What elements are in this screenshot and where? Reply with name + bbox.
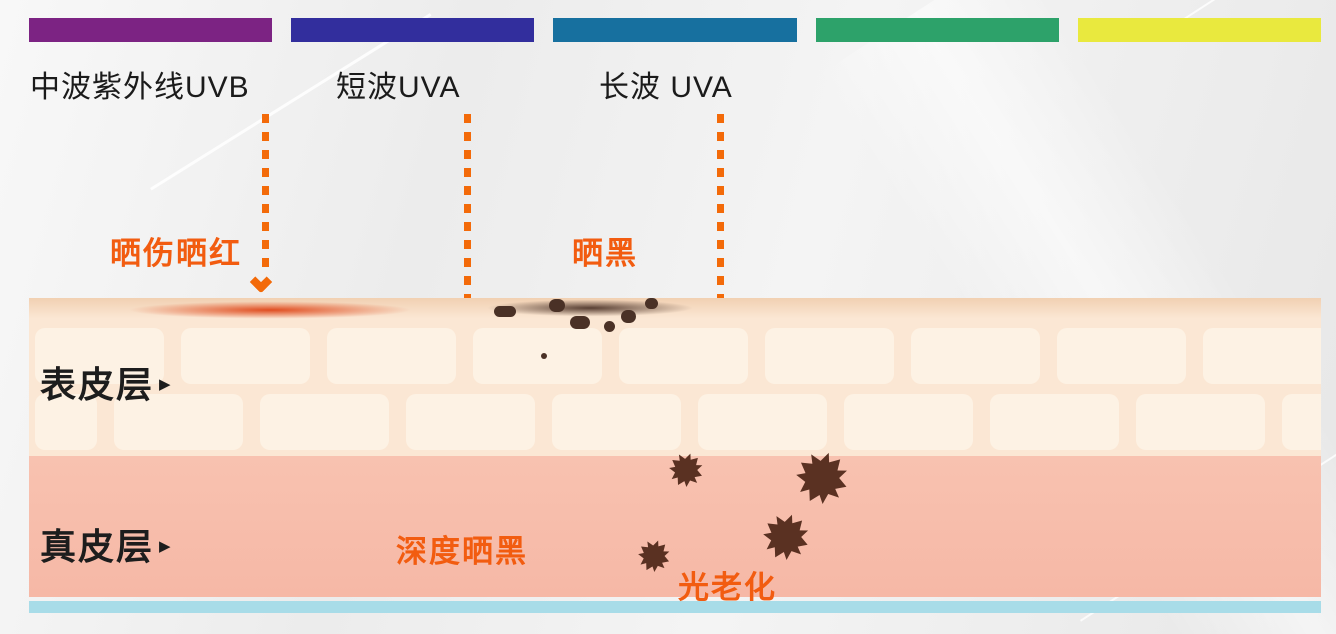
epidermis-cell [844,394,973,450]
spectrum-bar-uva-long [553,18,797,42]
epidermis-cell [552,394,681,450]
epidermis-cell [406,394,535,450]
melanin-spot [549,299,565,312]
epidermis-label-text: 表皮层 [40,364,155,405]
label-uva-short: 短波UVA [336,71,461,104]
epidermis-cell [990,394,1119,450]
epidermis-cell [765,328,894,384]
melanin-spot [570,316,590,329]
epidermis-cell [619,328,748,384]
skin-cross-section [29,298,1321,614]
annotation-tanning: 晒黑 [572,236,638,271]
uvb-ray-dashed-line [262,114,269,272]
label-uva-long: 长波 UVA [599,71,733,104]
melanin-spot [604,321,615,332]
annotation-sunburn: 晒伤晒红 [110,236,242,271]
spectrum-bars [29,18,1322,42]
epidermis-cell-row [35,328,1321,384]
epidermis-label: 表皮层 ▶ [40,356,173,408]
bottom-blue-bar [29,601,1321,613]
epidermis-cell [35,394,97,450]
epidermis-cell [327,328,456,384]
melanin-spot [494,306,516,317]
epidermis-cell [181,328,310,384]
label-uvb: 中波紫外线UVB [30,71,250,104]
spectrum-bar-uva-short [291,18,535,42]
melanin-spot [621,310,636,323]
skin-surface-tan-patch [29,298,1321,322]
epidermis-cell [1203,328,1321,384]
epidermis-cell [698,394,827,450]
melanin-spot [645,298,658,309]
epidermis-layer [29,298,1321,456]
annotation-deep-tanning: 深度晒黑 [396,534,528,569]
epidermis-cell-row [35,394,1321,450]
spectrum-bar-visible-yellow [1077,18,1322,42]
uvb-arrowhead-icon [249,270,273,294]
dermis-layer [29,456,1321,597]
annotation-photoaging: 光老化 [678,570,777,605]
dermis-label: 真皮层 ▶ [40,518,173,570]
epidermis-cell [1136,394,1265,450]
spectrum-bar-uvb [29,18,273,42]
spectrum-bar-visible-green [815,18,1059,42]
dermis-label-text: 真皮层 [40,526,155,567]
epidermis-cell [1057,328,1186,384]
epidermis-cell [260,394,389,450]
epidermis-cell [473,328,602,384]
uva-short-ray-dashed-line [464,114,471,477]
melanin-spot [541,353,547,359]
epidermis-cell [114,394,243,450]
pointer-right-icon: ▶ [159,538,173,555]
pointer-right-icon: ▶ [159,376,173,393]
epidermis-cell [911,328,1040,384]
epidermis-cell [1282,394,1321,450]
epidermis-cell [35,328,164,384]
